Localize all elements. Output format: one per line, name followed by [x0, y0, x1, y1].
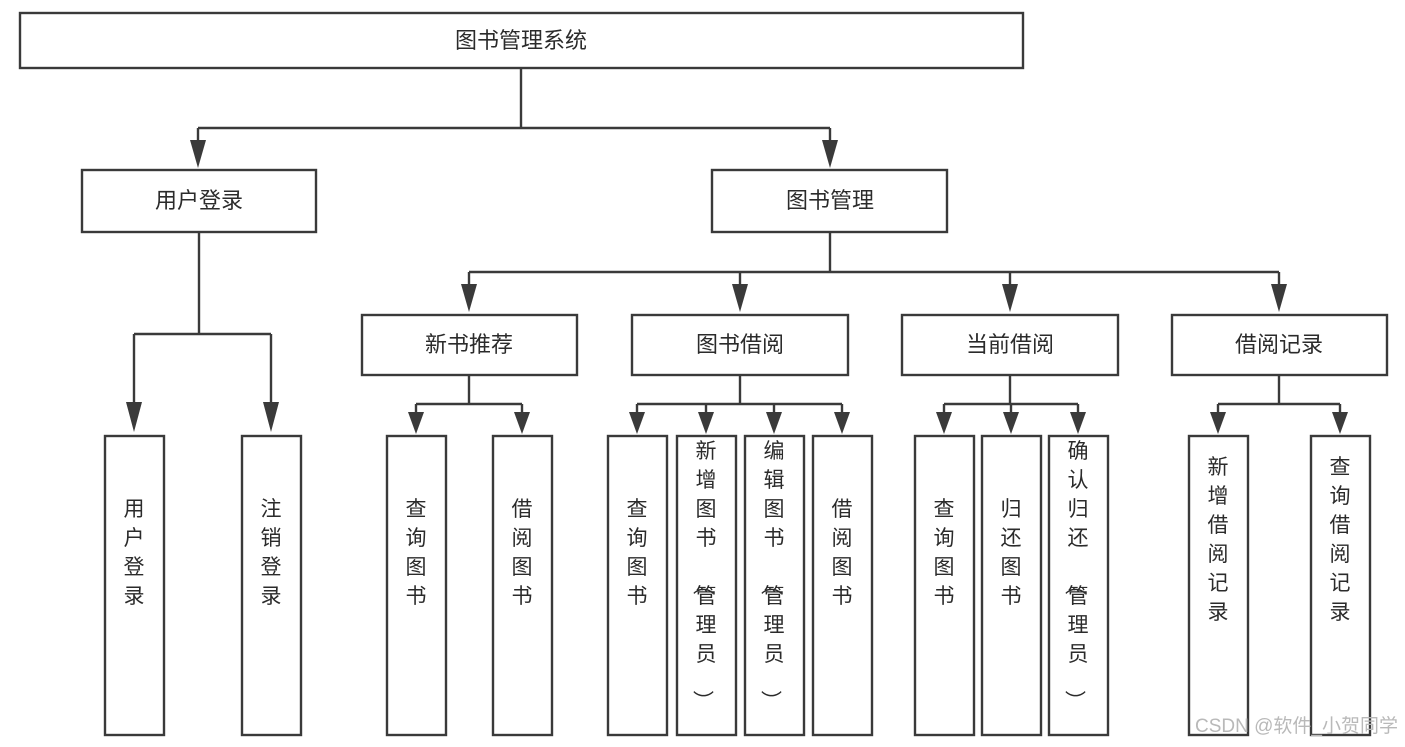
leaf-borrow-book-1[interactable]: 借阅图书 [491, 434, 554, 737]
leaf-query-book-3[interactable]: 查询图书 [913, 434, 976, 737]
arrow-leaf-return-book [1003, 412, 1019, 434]
leaf-edit-book[interactable]: 编辑图书（管理员） [743, 434, 806, 737]
node-borrow-record[interactable]: 借阅记录 [1170, 313, 1389, 377]
arrow-new-book [461, 284, 477, 312]
leaf-return-book[interactable]: 归还图书 [980, 434, 1043, 737]
node-new-book-recommend-label: 新书推荐 [425, 332, 513, 357]
leaf-add-book[interactable]: 新增图书（管理员） [675, 434, 738, 737]
leaf-borrow-book-2-label: 借阅图书 [832, 498, 853, 608]
arrow-leaf-borrow-book-2 [834, 412, 850, 434]
leaf-add-book-label: 新增图书（管理员） [691, 440, 717, 711]
node-new-book-recommend[interactable]: 新书推荐 [360, 313, 579, 377]
connectors-new-book-to-leaves [408, 375, 530, 434]
leaf-borrow-book-2[interactable]: 借阅图书 [811, 434, 874, 737]
arrow-leaf-edit-book [766, 412, 782, 434]
arrow-user-login [190, 140, 206, 168]
node-book-borrow[interactable]: 图书借阅 [630, 313, 850, 377]
leaf-edit-book-label: 编辑图书（管理员） [759, 440, 785, 711]
arrow-leaf-logout-login [263, 402, 279, 432]
node-user-login[interactable]: 用户登录 [80, 168, 318, 234]
node-current-borrow-label: 当前借阅 [966, 332, 1054, 357]
node-system-title-label: 图书管理系统 [455, 28, 587, 53]
leaf-add-borrow-record-box[interactable] [1187, 434, 1250, 737]
leaf-user-login-box[interactable] [103, 434, 166, 737]
node-book-borrow-label: 图书借阅 [696, 332, 784, 357]
node-borrow-record-label: 借阅记录 [1235, 332, 1323, 357]
csdn-watermark: CSDN @软件_小贺同学 [1195, 715, 1398, 737]
node-book-management-box[interactable] [710, 168, 949, 234]
leaf-query-book-3-label: 查询图书 [934, 498, 955, 608]
node-book-management-label: 图书管理 [786, 188, 874, 213]
node-book-borrow-box[interactable] [630, 313, 850, 377]
arrow-leaf-query-borrow-record [1332, 412, 1348, 434]
leaf-add-book-box[interactable] [675, 434, 738, 737]
arrow-book-borrow [732, 284, 748, 312]
connectors-current-borrow-to-leaves [936, 375, 1086, 434]
arrow-current-borrow [1002, 284, 1018, 312]
arrow-leaf-add-book [698, 412, 714, 434]
leaf-logout-login-box[interactable] [240, 434, 303, 737]
arrow-borrow-record [1271, 284, 1287, 312]
leaf-borrow-book-2-box[interactable] [811, 434, 874, 737]
node-user-login-label: 用户登录 [155, 188, 243, 213]
connectors-user-login-to-leaves [126, 232, 279, 432]
leaf-query-book-3-box[interactable] [913, 434, 976, 737]
leaf-query-book-2-label: 查询图书 [627, 498, 648, 608]
leaf-user-login[interactable]: 用户登录 [103, 434, 166, 737]
connectors-borrow-record-to-leaves [1210, 375, 1348, 434]
leaf-add-borrow-record[interactable]: 新增借阅记录 [1187, 434, 1250, 737]
leaf-return-book-box[interactable] [980, 434, 1043, 737]
leaf-query-book-1[interactable]: 查询图书 [385, 434, 448, 737]
leaf-logout-login-label: 注销登录 [261, 498, 282, 608]
arrow-leaf-query-book-3 [936, 412, 952, 434]
leaf-confirm-return-box[interactable] [1047, 434, 1110, 737]
leaf-borrow-book-1-box[interactable] [491, 434, 554, 737]
arrow-leaf-query-book-1 [408, 412, 424, 434]
arrow-leaf-borrow-book-1 [514, 412, 530, 434]
leaf-borrow-book-1-label: 借阅图书 [512, 498, 533, 608]
leaf-query-book-2-box[interactable] [606, 434, 669, 737]
node-borrow-record-box[interactable] [1170, 313, 1389, 377]
node-user-login-box[interactable] [80, 168, 318, 234]
arrow-leaf-confirm-return [1070, 412, 1086, 434]
node-system-title-box[interactable] [18, 11, 1025, 70]
node-new-book-recommend-box[interactable] [360, 313, 579, 377]
connectors-root-to-level2 [190, 68, 838, 168]
leaf-logout-login[interactable]: 注销登录 [240, 434, 303, 737]
leaf-user-login-label: 用户登录 [124, 498, 145, 608]
node-book-management[interactable]: 图书管理 [710, 168, 949, 234]
leaf-query-borrow-record-label: 查询借阅记录 [1330, 456, 1351, 624]
leaf-query-borrow-record-box[interactable] [1309, 434, 1372, 737]
arrow-leaf-user-login [126, 402, 142, 432]
leaf-edit-book-box[interactable] [743, 434, 806, 737]
connectors-book-borrow-to-leaves [629, 375, 850, 434]
leaf-query-book-2[interactable]: 查询图书 [606, 434, 669, 737]
leaf-query-book-1-label: 查询图书 [406, 498, 427, 608]
leaf-return-book-label: 归还图书 [1001, 498, 1022, 608]
node-system-title[interactable]: 图书管理系统 [18, 11, 1025, 70]
leaf-confirm-return-label: 确认归还（管理员） [1063, 440, 1089, 711]
node-current-borrow[interactable]: 当前借阅 [900, 313, 1120, 377]
leaf-confirm-return[interactable]: 确认归还（管理员） [1047, 434, 1110, 737]
leaf-query-borrow-record[interactable]: 查询借阅记录 [1309, 434, 1372, 737]
leaf-query-book-1-box[interactable] [385, 434, 448, 737]
leaf-add-borrow-record-label: 新增借阅记录 [1208, 456, 1229, 624]
arrow-book-management [822, 140, 838, 168]
node-current-borrow-box[interactable] [900, 313, 1120, 377]
arrow-leaf-query-book-2 [629, 412, 645, 434]
connectors-book-management-to-level3 [461, 232, 1287, 312]
arrow-leaf-add-borrow-record [1210, 412, 1226, 434]
